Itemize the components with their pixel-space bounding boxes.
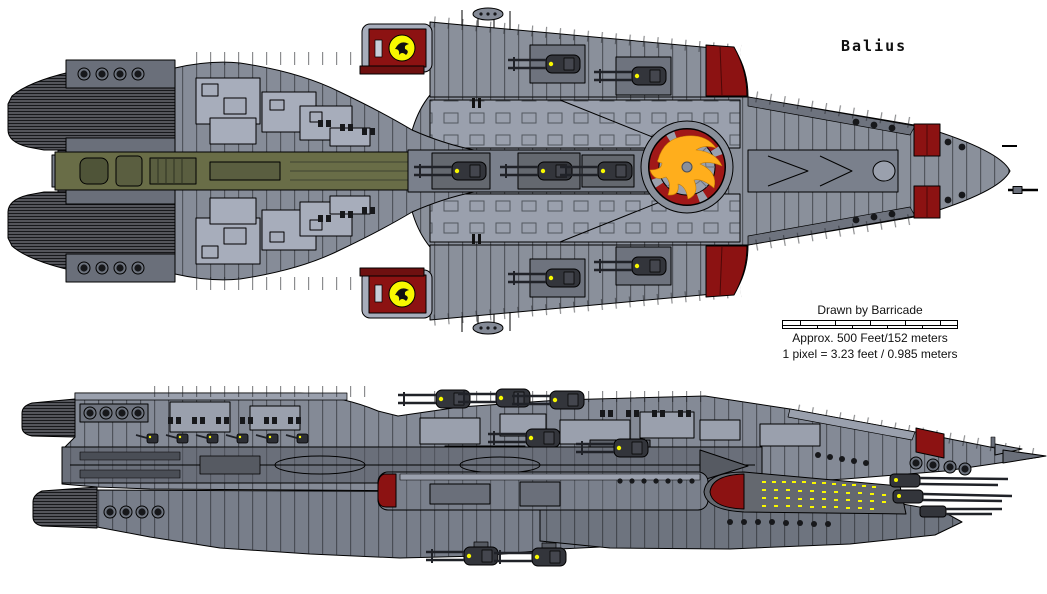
artist-credit: Drawn by Barricade	[817, 303, 923, 317]
lobe-panel-greebles	[195, 77, 371, 265]
landing-bay-lights	[762, 481, 886, 510]
lobe-portholes	[727, 519, 831, 527]
wing-masts	[461, 7, 511, 30]
pixel-scale-label: 1 pixel = 3.23 feet / 0.985 meters	[782, 347, 958, 361]
flight-pod-near	[377, 471, 709, 511]
lobe-stern-guns	[919, 505, 1002, 518]
rib-stubs	[185, 277, 355, 290]
lower-wing	[359, 244, 749, 335]
forward-cannons	[889, 473, 1013, 504]
pod-red-bow	[709, 473, 745, 510]
side-view	[21, 386, 1047, 568]
bow-section	[747, 90, 1038, 252]
centerline-turret-deck	[407, 149, 659, 193]
bow-porthole-row	[815, 452, 869, 466]
upper-wing	[359, 7, 749, 98]
bow-red-panel	[915, 427, 945, 459]
top-view	[7, 7, 1038, 335]
ventral-turrets-profile	[424, 541, 568, 568]
rib-stubs	[185, 52, 355, 65]
phoenix-emblem	[640, 120, 734, 214]
ship-title: Balius	[841, 37, 908, 55]
wing-red-cap	[705, 44, 748, 97]
lower-pod	[359, 267, 433, 319]
bow-portholes	[852, 118, 966, 224]
bow-spikes	[990, 436, 1047, 464]
spine-band	[61, 446, 763, 484]
upper-pod	[359, 23, 433, 75]
legend-block: Drawn by Barricade Approx. 500 Feet/152 …	[770, 303, 970, 361]
aft-hull-lobes	[174, 52, 479, 290]
wing-masts	[461, 312, 511, 335]
engine-nozzles	[21, 398, 98, 529]
pod-porthole-row	[617, 478, 695, 484]
scale-bar	[782, 320, 958, 329]
scale-length-label: Approx. 500 Feet/152 meters	[792, 331, 948, 345]
bow-antennas	[1002, 145, 1038, 194]
wing-red-cap	[705, 245, 748, 298]
pod-red-bow	[377, 473, 397, 508]
flight-pod-far	[703, 471, 907, 515]
